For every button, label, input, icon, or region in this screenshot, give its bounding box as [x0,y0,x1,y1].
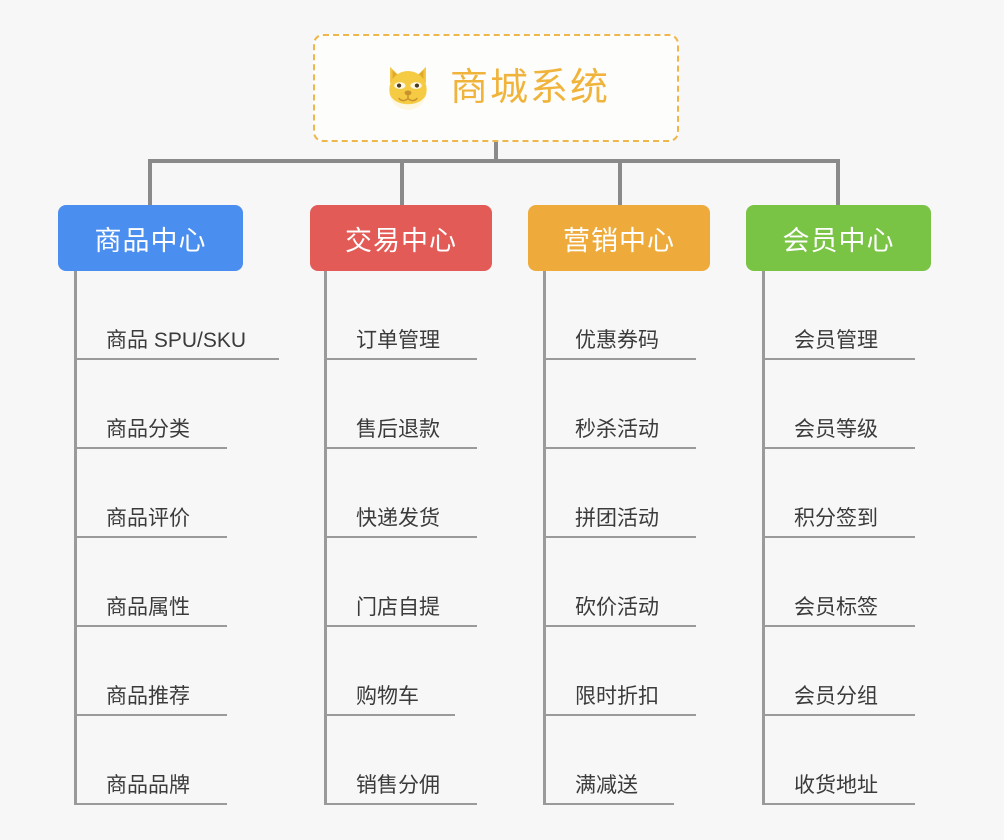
leaf-item[interactable]: 商品品牌 [74,716,246,805]
leaf-item[interactable]: 快递发货 [324,449,477,538]
leaf-item[interactable]: 会员等级 [762,360,915,449]
leaf-item-label: 商品推荐 [106,685,190,708]
leaf-column-2: 订单管理售后退款快递发货门店自提购物车销售分佣 [324,271,477,805]
leaf-item[interactable]: 砍价活动 [543,538,696,627]
leaf-item[interactable]: 收货地址 [762,716,915,805]
leaf-item-label: 快递发货 [356,507,440,530]
shiba-dog-face-icon [382,62,434,114]
leaf-item-underline [763,536,915,538]
leaf-column-1: 商品 SPU/SKU 商品分类商品评价商品属性商品推荐商品品牌 [74,271,279,805]
leaf-item-label: 拼团活动 [575,507,659,530]
leaf-item[interactable]: 会员标签 [762,538,915,627]
root-node[interactable]: 商城系统 [313,34,679,142]
leaf-item[interactable]: 购物车 [324,627,455,716]
leaf-column-3: 优惠券码秒杀活动拼团活动砍价活动限时折扣满减送 [543,271,696,805]
leaf-item[interactable]: 商品属性 [74,538,246,627]
leaf-item[interactable]: 商品评价 [74,449,246,538]
leaf-item-label: 销售分佣 [356,774,440,797]
leaf-item-underline [544,358,696,360]
leaf-item-label: 砍价活动 [575,596,659,619]
leaf-item[interactable]: 会员管理 [762,271,915,360]
leaf-item-underline [544,625,696,627]
column-stem-1 [74,271,77,805]
leaf-item-underline [75,714,227,716]
leaf-item-label: 会员标签 [794,596,878,619]
leaf-item[interactable]: 会员分组 [762,627,915,716]
leaf-item[interactable]: 优惠券码 [543,271,696,360]
leaf-item-label: 积分签到 [794,507,878,530]
leaf-item-underline [75,536,227,538]
leaf-item[interactable]: 销售分佣 [324,716,477,805]
leaf-item-underline [544,714,696,716]
category-box-2[interactable]: 交易中心 [310,205,492,271]
leaf-item-underline [544,447,696,449]
leaf-item[interactable]: 积分签到 [762,449,915,538]
leaf-item-underline [544,536,696,538]
leaf-item-underline [763,714,915,716]
branch-drop-connector-2 [400,159,404,205]
leaf-item[interactable]: 商品 SPU/SKU [74,271,279,360]
column-stem-2 [324,271,327,805]
leaf-item-underline [544,803,674,805]
root-title: 商城系统 [449,67,610,109]
leaf-item-label: 会员等级 [794,418,878,441]
leaf-item-underline [325,803,477,805]
leaf-item[interactable]: 商品分类 [74,360,246,449]
leaf-item-label: 限时折扣 [575,685,659,708]
branch-drop-connector-4 [836,159,840,205]
column-stem-4 [762,271,765,805]
leaf-item-label: 商品评价 [106,507,190,530]
leaf-item-label: 商品属性 [106,596,190,619]
leaf-item-underline [763,803,915,805]
leaf-item-label: 商品 SPU/SKU [106,329,247,352]
leaf-item[interactable]: 满减送 [543,716,674,805]
leaf-item-underline [763,447,915,449]
leaf-item-underline [75,803,227,805]
leaf-item-label: 门店自提 [356,596,440,619]
leaf-item-label: 商品分类 [106,418,190,441]
category-box-3[interactable]: 营销中心 [528,205,710,271]
leaf-item-underline [75,358,279,360]
leaf-item-label: 商品品牌 [106,774,190,797]
leaf-item[interactable]: 拼团活动 [543,449,696,538]
leaf-item-label: 秒杀活动 [575,418,659,441]
leaf-item-label: 售后退款 [356,418,440,441]
leaf-item[interactable]: 售后退款 [324,360,477,449]
leaf-item-underline [75,625,227,627]
trunk-horizontal-connector [148,159,840,163]
leaf-item-label: 订单管理 [356,329,440,352]
leaf-item-label: 会员管理 [794,329,878,352]
leaf-item[interactable]: 商品推荐 [74,627,246,716]
leaf-item[interactable]: 门店自提 [324,538,477,627]
leaf-item[interactable]: 秒杀活动 [543,360,696,449]
column-stem-3 [543,271,546,805]
leaf-column-4: 会员管理会员等级积分签到会员标签会员分组收货地址 [762,271,915,805]
leaf-item[interactable]: 限时折扣 [543,627,696,716]
leaf-item-underline [763,625,915,627]
leaf-item-label: 会员分组 [794,685,878,708]
leaf-item-underline [325,358,477,360]
trunk-vertical-connector [494,142,498,162]
branch-drop-connector-3 [618,159,622,205]
leaf-item-label: 优惠券码 [575,329,659,352]
branch-drop-connector-1 [148,159,152,205]
category-box-1[interactable]: 商品中心 [58,205,243,271]
leaf-item-underline [325,447,477,449]
leaf-item-underline [325,714,455,716]
leaf-item-label: 购物车 [356,685,419,708]
leaf-item-label: 满减送 [575,774,638,797]
leaf-item-underline [763,358,915,360]
leaf-item-underline [325,536,477,538]
leaf-item[interactable]: 订单管理 [324,271,477,360]
leaf-item-label: 收货地址 [794,774,878,797]
leaf-item-underline [75,447,227,449]
category-box-4[interactable]: 会员中心 [746,205,931,271]
leaf-item-underline [325,625,477,627]
